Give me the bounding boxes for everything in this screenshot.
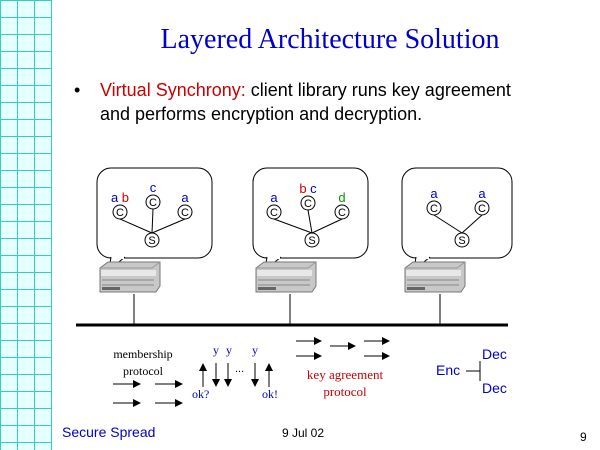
speech-bubble <box>252 167 369 259</box>
page-number: 9 <box>580 430 587 444</box>
bullet-highlight: Virtual Synchrony: <box>100 80 246 100</box>
group-tag: b <box>118 190 129 205</box>
server-node <box>304 232 320 248</box>
client-node-label: C <box>430 203 438 215</box>
client-node <box>300 195 316 211</box>
membership-arrows <box>113 380 183 407</box>
client-node-label: C <box>149 197 157 209</box>
client-node-label: C <box>270 207 278 219</box>
group-tags: a <box>430 186 438 201</box>
speech-bubble <box>96 167 213 259</box>
ellipsis: ... <box>235 363 244 375</box>
server-node <box>454 232 470 248</box>
client-node-label: C <box>338 207 346 219</box>
y-label-3: y <box>252 343 258 357</box>
exchange-arrows <box>199 363 273 387</box>
server-node <box>144 232 160 248</box>
server-hardware-icon <box>404 261 466 293</box>
grid-decoration <box>0 0 52 450</box>
client-node-label: C <box>181 207 189 219</box>
ok-exclaim: ok! <box>262 387 278 401</box>
client-link <box>311 218 343 234</box>
bullet-text: Virtual Synchrony: client library runs k… <box>100 78 520 126</box>
client-link <box>119 218 153 234</box>
enc-label: Enc <box>436 362 460 378</box>
server-node-label: S <box>458 235 465 247</box>
server-hardware-icon <box>99 261 161 293</box>
speech-bubble <box>401 167 513 259</box>
server-node-label: S <box>148 235 155 247</box>
y-label-1: y <box>213 343 219 357</box>
client-link <box>151 218 186 234</box>
group-tags: b c <box>299 181 317 196</box>
dec-bottom-label: Dec <box>482 380 507 396</box>
footer-date: 9 Jul 02 <box>282 426 325 440</box>
group-tags: a b <box>111 190 129 205</box>
group-tags: a <box>478 186 486 201</box>
membership-label-line1: membership <box>113 347 172 361</box>
slide-title: Layered Architecture Solution <box>160 24 500 55</box>
ok-question: ok? <box>192 387 209 401</box>
y-label-2: y <box>226 343 232 357</box>
server-node-label: S <box>308 235 315 247</box>
client-link <box>433 214 463 234</box>
group-tag: a <box>430 186 438 201</box>
client-node <box>266 204 282 220</box>
footer-title: Secure Spread <box>62 424 156 440</box>
group-tag: c <box>307 181 318 196</box>
group-tag: d <box>338 190 345 205</box>
key-agreement-label-line1: key agreement <box>307 367 384 382</box>
bullet-body: client library runs key agreement and pe… <box>100 80 511 124</box>
client-node <box>474 200 490 216</box>
client-node <box>112 204 128 220</box>
client-node-label: C <box>304 198 312 210</box>
key-agreement-arrows <box>296 337 390 360</box>
client-link <box>151 208 154 234</box>
group-tags: a <box>270 190 278 205</box>
group-tags: d <box>338 190 345 205</box>
client-node <box>177 204 193 220</box>
group-tag: b <box>299 181 306 196</box>
key-agreement-label-line2: protocol <box>323 384 367 399</box>
group-tag: a <box>181 190 189 205</box>
client-node-label: C <box>116 207 124 219</box>
client-node <box>145 194 161 210</box>
client-node <box>426 200 442 216</box>
group-tag: c <box>150 180 157 195</box>
group-tag: a <box>111 190 119 205</box>
server-hardware-icon <box>255 261 317 293</box>
client-link <box>461 214 483 234</box>
bullet-marker: • <box>74 80 81 100</box>
dec-top-label: Dec <box>482 346 507 362</box>
group-tag: a <box>478 186 486 201</box>
client-link <box>273 218 313 234</box>
group-tags: c <box>150 180 157 195</box>
client-node-label: C <box>478 203 486 215</box>
group-tag: a <box>270 190 278 205</box>
group-tags: a <box>181 190 189 205</box>
client-node <box>334 204 350 220</box>
client-link <box>307 209 313 234</box>
membership-label-line2: protocol <box>123 364 164 378</box>
